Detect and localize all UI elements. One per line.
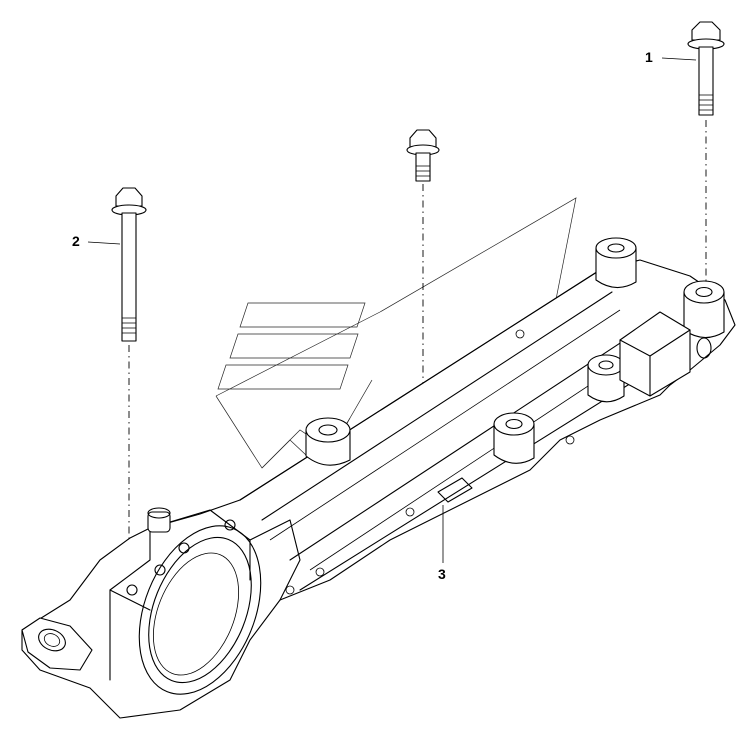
- axle-housing: [21, 237, 736, 719]
- leader-lines: [87, 57, 697, 563]
- bolt-short: [406, 129, 440, 182]
- mount-boss-top-right: [683, 280, 725, 359]
- mount-boss-mid-right: [493, 412, 535, 464]
- callout-1-label: 1: [645, 49, 653, 65]
- mount-boss-top-far: [595, 237, 637, 289]
- bolt-1: [687, 21, 725, 116]
- callout-2-label: 2: [72, 233, 80, 249]
- mount-boss-right: [587, 354, 625, 403]
- callout-3-label: 3: [438, 566, 446, 582]
- mount-boss-center: [305, 417, 351, 466]
- bolt-2: [111, 187, 147, 342]
- bolt-centerlines: [128, 120, 707, 578]
